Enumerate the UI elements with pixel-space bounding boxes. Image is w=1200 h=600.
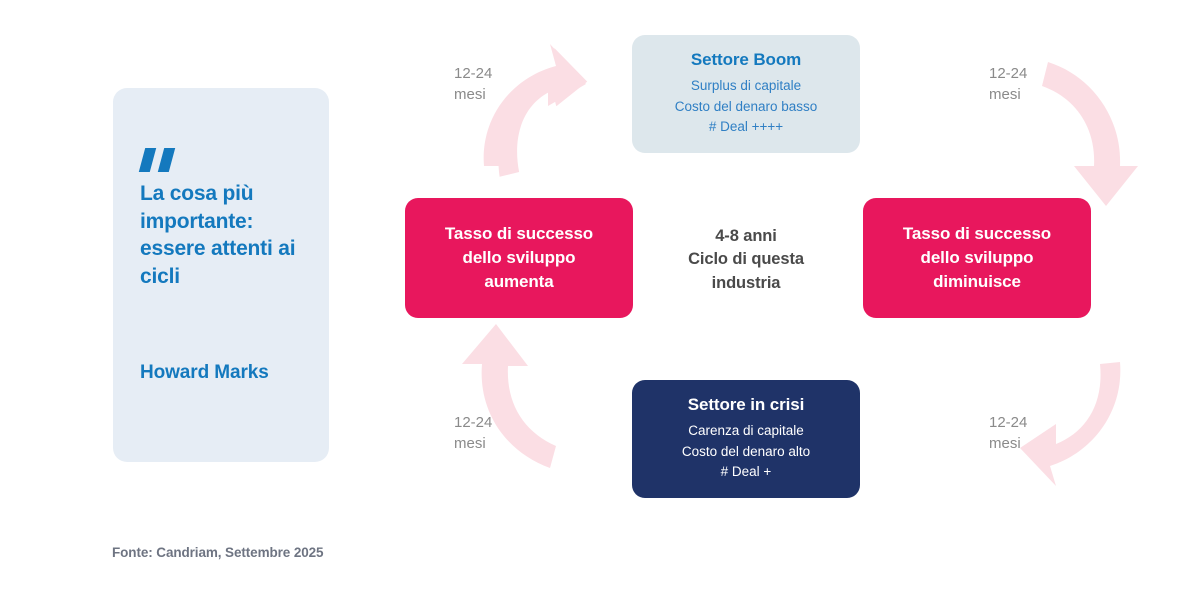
- arrow-label-top-right-line-2: mesi: [989, 85, 1021, 103]
- node-tasso-successo-diminuisce-line-3: diminuisce: [933, 272, 1021, 292]
- arrow-label-bottom-left-line-1: 12-24: [454, 414, 493, 431]
- quote-card: La cosa più importante: essere attenti a…: [113, 88, 329, 462]
- node-settore-boom-title: Settore Boom: [690, 49, 802, 69]
- cycle-center-line-2: Ciclo di questa: [688, 250, 804, 269]
- node-settore-boom-line-2: Costo del denaro basso: [674, 98, 818, 114]
- arrow-label-bottom-right-line-2: mesi: [989, 434, 1021, 452]
- node-settore-boom[interactable]: Settore Boom Surplus di capitale Costo d…: [632, 35, 860, 153]
- cycle-center-line-3: industria: [711, 273, 781, 292]
- node-settore-boom-line-1: Surplus di capitale: [690, 77, 802, 93]
- quote-mark-icon: [138, 148, 184, 172]
- node-tasso-successo-diminuisce-line-1: Tasso di successo: [902, 223, 1052, 243]
- arrow-label-bottom-right: 12-24 mesi: [989, 413, 1027, 454]
- arrow-label-top-left-line-2: mesi: [454, 85, 486, 103]
- node-settore-in-crisi-line-3: # Deal +: [720, 464, 772, 480]
- cycle-center-label: 4-8 anni Ciclo di questa industria: [650, 225, 842, 295]
- arrow-top-to-right-icon: [1042, 62, 1138, 206]
- node-settore-in-crisi-title: Settore in crisi: [687, 394, 805, 414]
- footer-source: Fonte: Candriam, Settembre 2025: [112, 545, 324, 560]
- arrow-label-top-left-line-1: 12-24: [454, 65, 493, 82]
- node-tasso-successo-aumenta-line-1: Tasso di successo: [444, 223, 594, 243]
- arrow-label-bottom-left-line-2: mesi: [454, 434, 486, 452]
- arrow-left-to-top-icon: [483, 44, 588, 177]
- node-tasso-successo-diminuisce[interactable]: Tasso di successo dello sviluppo diminui…: [863, 198, 1091, 318]
- quote-mark-bar-right: [157, 148, 176, 172]
- arrow-label-bottom-left: 12-24 mesi: [454, 413, 492, 454]
- node-settore-in-crisi-line-1: Carenza di capitale: [688, 422, 804, 438]
- arrow-label-top-left: 12-24 mesi: [454, 64, 492, 105]
- cycle-center-line-1: 4-8 anni: [715, 227, 777, 245]
- quote-text: La cosa più importante: essere attenti a…: [140, 182, 296, 289]
- arrow-label-top-right-line-1: 12-24: [989, 65, 1028, 82]
- arrow-label-top-right: 12-24 mesi: [989, 64, 1027, 105]
- quote-mark-bar-left: [138, 148, 157, 172]
- node-tasso-successo-aumenta-line-2: dello sviluppo: [462, 247, 576, 267]
- quote-author: Howard Marks: [140, 362, 269, 383]
- node-settore-in-crisi-line-2: Costo del denaro alto: [681, 443, 811, 459]
- node-settore-in-crisi[interactable]: Settore in crisi Carenza di capitale Cos…: [632, 380, 860, 498]
- node-tasso-successo-aumenta-line-3: aumenta: [484, 272, 554, 292]
- node-tasso-successo-aumenta[interactable]: Tasso di successo dello sviluppo aumenta: [405, 198, 633, 318]
- cycle-diagram: Settore Boom Surplus di capitale Costo d…: [380, 0, 1180, 540]
- arrow-label-bottom-right-line-1: 12-24: [989, 414, 1028, 431]
- arrow-right-to-bottom-icon: [1020, 362, 1121, 486]
- node-settore-boom-line-3: # Deal ++++: [708, 119, 784, 135]
- node-tasso-successo-diminuisce-line-2: dello sviluppo: [920, 247, 1034, 267]
